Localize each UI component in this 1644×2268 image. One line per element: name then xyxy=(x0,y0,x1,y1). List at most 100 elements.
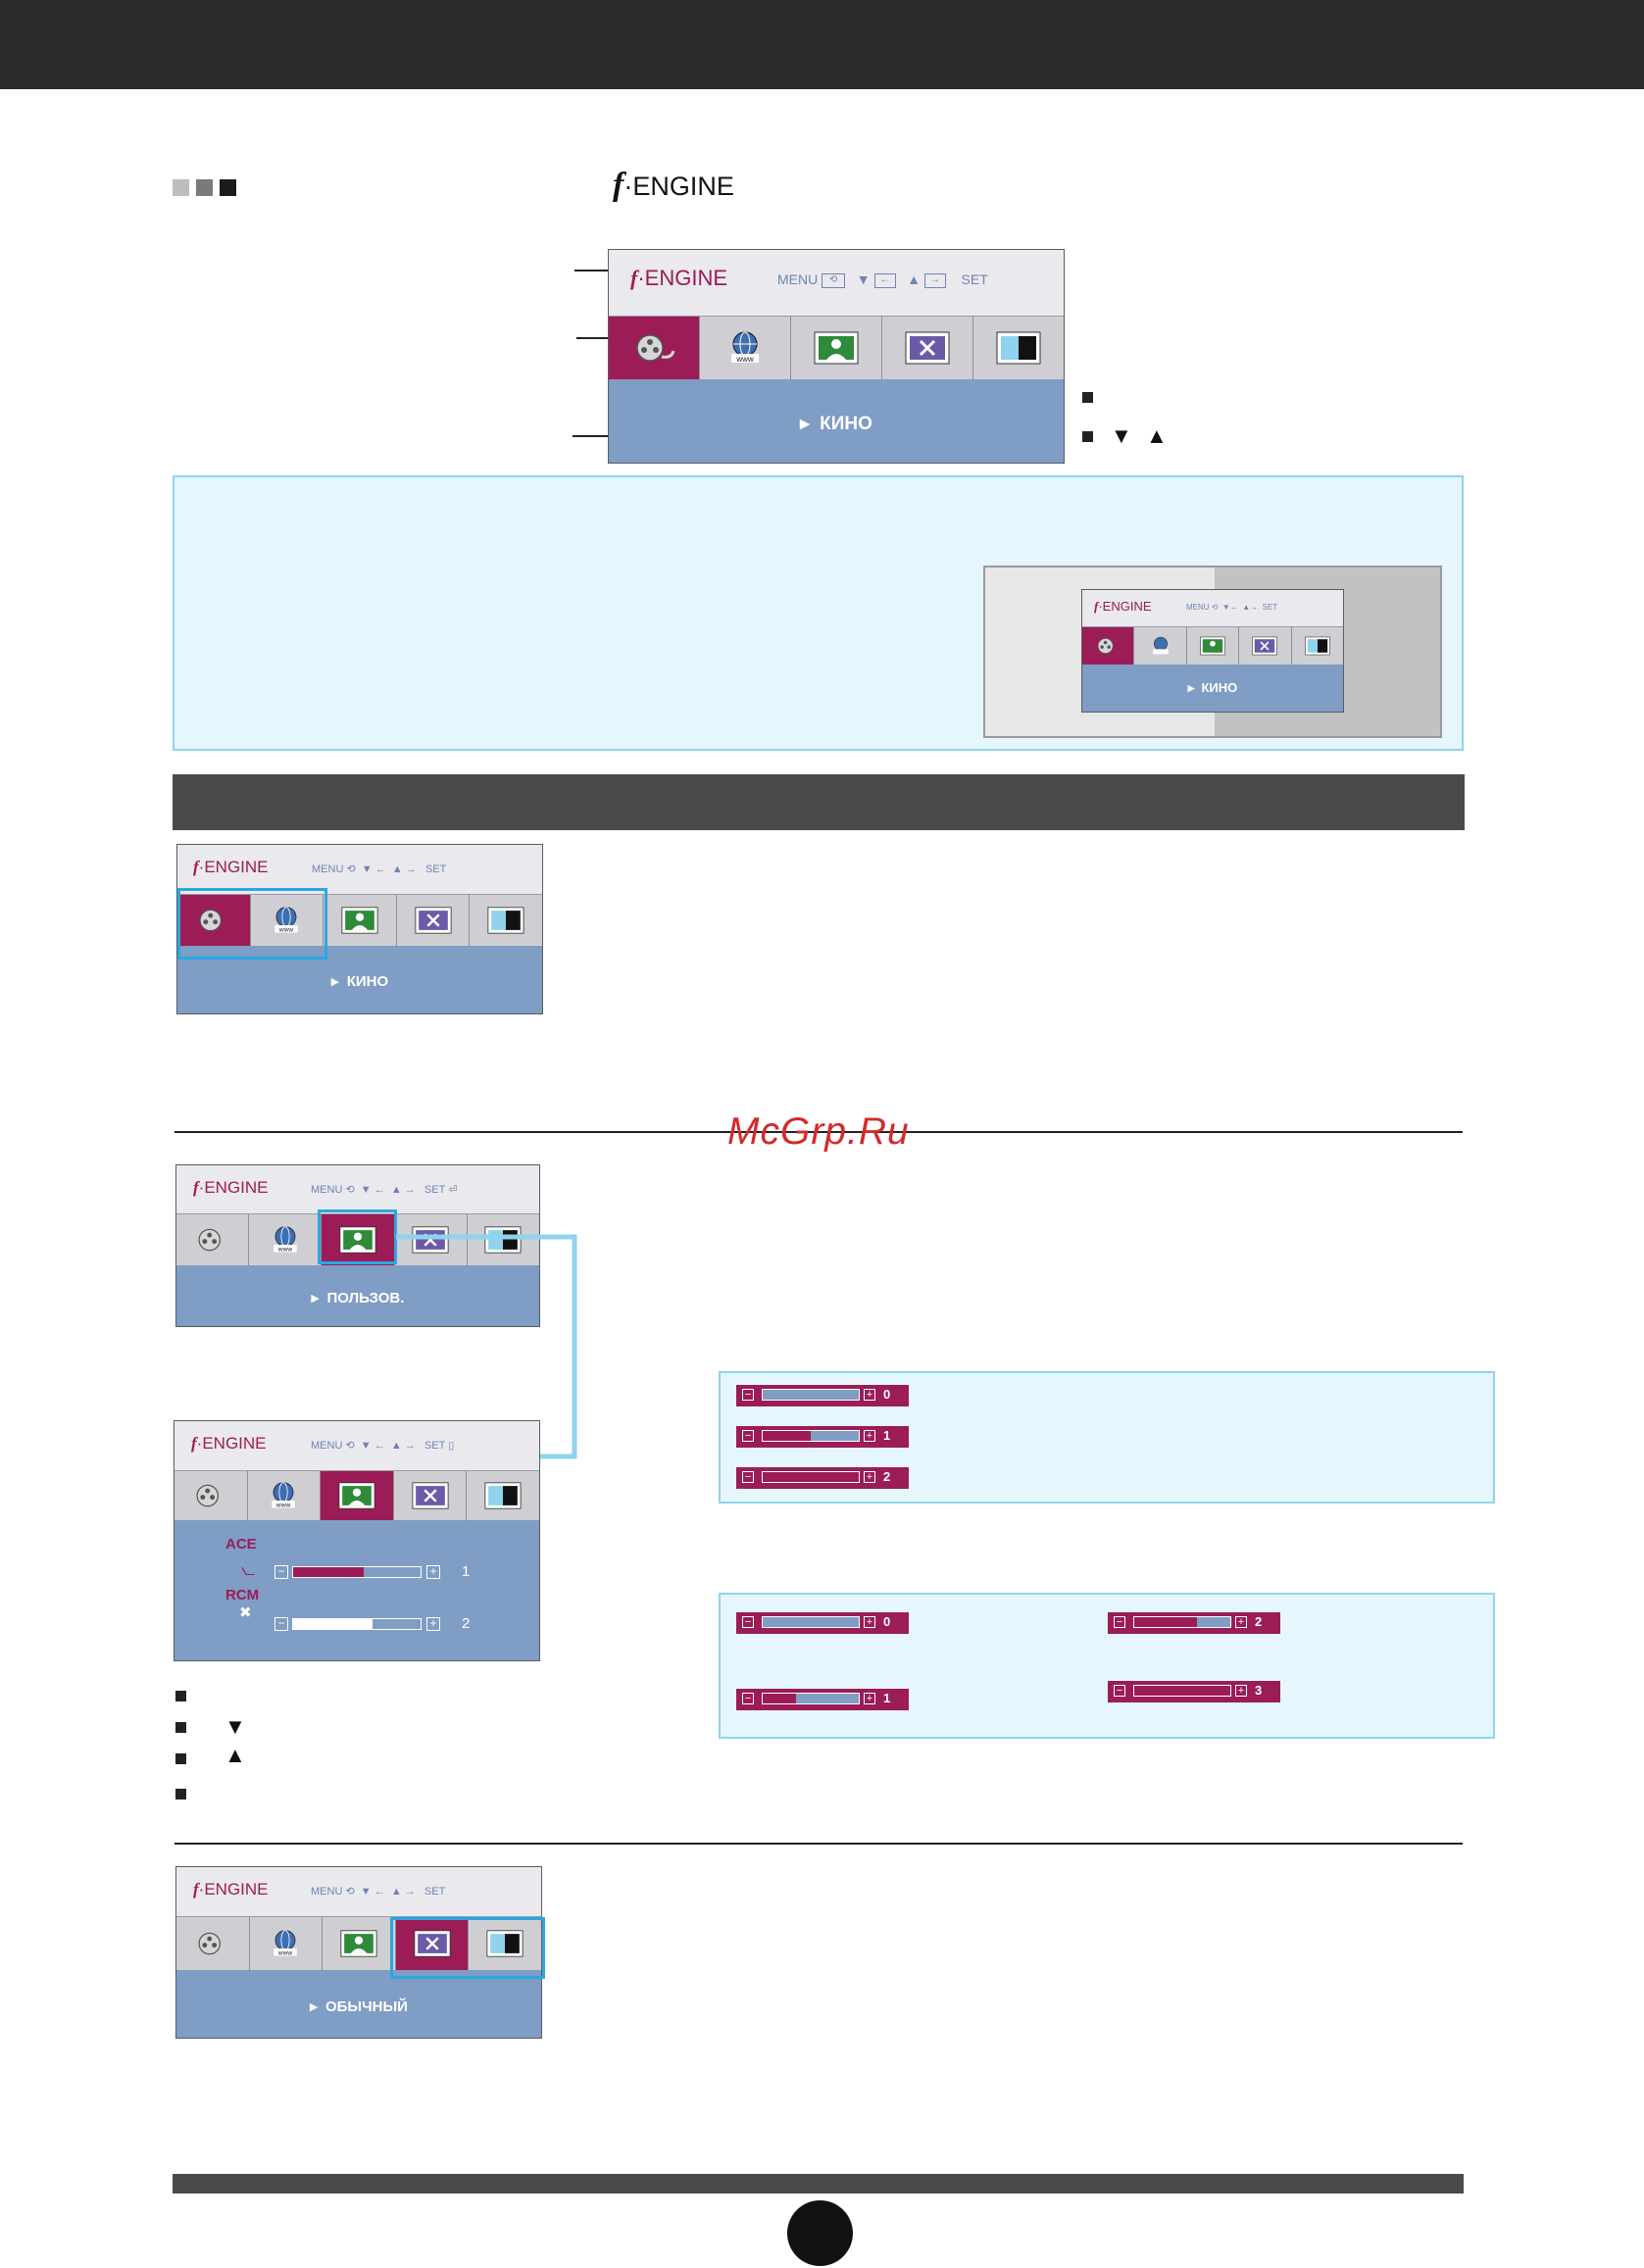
minus-icon: − xyxy=(742,1616,754,1628)
close-x-icon[interactable] xyxy=(394,1214,468,1265)
globe-www-icon[interactable]: www xyxy=(247,1471,322,1520)
osd-section-1: f·ENGINE MENU ⟲ ▼ ← ▲ → SET www ▸ КИНО xyxy=(176,844,543,1014)
selection-highlight xyxy=(318,1209,397,1264)
globe-www-icon[interactable] xyxy=(1134,627,1187,665)
set-label: SET xyxy=(423,1886,446,1898)
osd-mode-label: ▸ КИНО xyxy=(800,414,872,434)
ace-slider[interactable]: − + xyxy=(274,1565,440,1579)
osd-icon-row: www xyxy=(176,1214,539,1265)
osd-mode-label: ▸ ПОЛЬЗОВ. xyxy=(311,1290,405,1307)
minus-icon: − xyxy=(742,1471,754,1483)
level-value: 3 xyxy=(1255,1683,1263,1698)
level-slider: −+ xyxy=(1108,1612,1280,1634)
user-photo-icon[interactable] xyxy=(323,1917,396,1970)
top-bar xyxy=(0,0,1644,89)
film-reel-icon[interactable] xyxy=(1082,627,1135,665)
level-slider: −+ xyxy=(736,1689,909,1710)
osd-icon-row: www xyxy=(174,1471,539,1520)
rcm-levels-box: −+0−+1−+2−+3 xyxy=(719,1593,1495,1739)
rcm-fill xyxy=(293,1619,373,1629)
svg-text:www: www xyxy=(278,927,294,934)
contrast-icon[interactable] xyxy=(973,317,1064,379)
osd-brand-text: ·ENGINE xyxy=(196,1434,267,1453)
close-x-icon[interactable] xyxy=(393,1471,468,1520)
level-track xyxy=(762,1430,860,1442)
svg-text:www: www xyxy=(277,1247,293,1254)
film-reel-icon[interactable] xyxy=(176,1214,250,1265)
minus-icon: − xyxy=(742,1693,754,1704)
film-reel-icon[interactable] xyxy=(609,317,700,379)
header-square-dark xyxy=(220,179,236,196)
close-x-icon[interactable] xyxy=(882,317,973,379)
plus-icon[interactable]: + xyxy=(426,1617,440,1631)
level-fill xyxy=(1134,1617,1197,1627)
osd-brand-text: ·ENGINE xyxy=(1098,599,1152,614)
film-reel-icon[interactable] xyxy=(176,1917,250,1970)
plus-icon: + xyxy=(864,1471,875,1483)
svg-text:www: www xyxy=(275,1503,291,1509)
user-photo-icon[interactable] xyxy=(321,1471,394,1520)
minus-icon: − xyxy=(742,1430,754,1442)
set-label: SET xyxy=(423,1440,446,1452)
minus-icon: − xyxy=(1114,1616,1125,1628)
user-photo-icon[interactable] xyxy=(791,317,882,379)
plus-icon: + xyxy=(1235,1616,1247,1628)
osd-controls: MENU ⟲ ▼ ← ▲ → SET ▯ xyxy=(311,1440,455,1452)
level-slider: −+ xyxy=(736,1426,909,1448)
menu-label: MENU xyxy=(311,1184,343,1196)
section-bar xyxy=(173,774,1465,830)
ace-levels-box: −+0−+1−+2 xyxy=(719,1371,1495,1504)
osd-brand: f·ENGINE xyxy=(193,858,269,877)
osd-brand-f: f xyxy=(193,858,199,876)
osd-normal-select: f·ENGINE MENU ⟲ ▼ ← ▲ → SET www ▸ ОБЫЧНЫ… xyxy=(175,1866,542,2039)
user-photo-icon[interactable] xyxy=(1186,627,1240,665)
osd-mode-text: КИНО xyxy=(346,973,389,990)
user-photo-icon[interactable] xyxy=(324,895,397,946)
close-x-icon[interactable] xyxy=(395,1917,470,1970)
rcm-slider[interactable]: − + xyxy=(274,1617,451,1631)
globe-www-icon[interactable]: www xyxy=(700,317,791,379)
contrast-icon[interactable] xyxy=(470,895,542,946)
globe-www-icon[interactable]: www xyxy=(249,1214,323,1265)
level-slider: −+ xyxy=(736,1385,909,1406)
globe-www-icon[interactable]: www xyxy=(250,895,324,946)
osd-icon-row: www xyxy=(609,317,1064,379)
close-x-icon[interactable] xyxy=(1239,627,1292,665)
level-slider: −+ xyxy=(1108,1681,1280,1702)
level-fill xyxy=(1134,1686,1230,1696)
film-reel-icon[interactable] xyxy=(174,1471,248,1520)
left-arrow-icon: ← xyxy=(873,272,896,288)
osd-brand-f: f xyxy=(191,1434,197,1453)
up-triangle-icon: ▲ xyxy=(1146,423,1168,448)
level-fill xyxy=(763,1431,811,1441)
osd-brand: f·ENGINE xyxy=(1094,599,1152,615)
contrast-icon[interactable] xyxy=(467,1471,539,1520)
film-reel-icon[interactable] xyxy=(177,895,251,946)
bullet xyxy=(175,1722,186,1733)
user-photo-icon[interactable] xyxy=(322,1214,395,1265)
minus-icon[interactable]: − xyxy=(274,1617,288,1631)
set-label: SET xyxy=(1262,603,1278,612)
osd-icon-row: www xyxy=(176,1917,541,1970)
plus-icon: + xyxy=(1235,1685,1247,1697)
globe-www-icon[interactable]: www xyxy=(249,1917,324,1970)
minus-icon[interactable]: − xyxy=(274,1565,288,1579)
osd-header: f·ENGINE MENU ⟲ ▼← ▲→ SET xyxy=(1082,590,1343,627)
plus-icon[interactable]: + xyxy=(426,1565,440,1579)
level-fill xyxy=(763,1472,859,1482)
set-label: SET xyxy=(424,863,447,875)
osd-brand-f: f xyxy=(193,1178,199,1197)
osd-controls: MENU ⟲ ▼ ← ▲ → SET xyxy=(312,863,447,875)
page-title: f·ENGINE xyxy=(613,167,734,204)
level-slider: −+ xyxy=(736,1612,909,1634)
selection-highlight xyxy=(177,888,327,960)
close-x-icon[interactable] xyxy=(396,895,471,946)
contrast-icon[interactable] xyxy=(1291,627,1343,665)
watermark: McGrp.Ru xyxy=(727,1110,910,1153)
osd-brand: f·ENGINE xyxy=(630,266,727,291)
leader-line-3 xyxy=(573,435,608,437)
contrast-icon[interactable] xyxy=(469,1917,541,1970)
up-icon: ▲ xyxy=(907,271,922,287)
osd-mode-label: ▸ ОБЫЧНЫЙ xyxy=(310,1998,408,2015)
ace-value: 1 xyxy=(462,1563,471,1580)
